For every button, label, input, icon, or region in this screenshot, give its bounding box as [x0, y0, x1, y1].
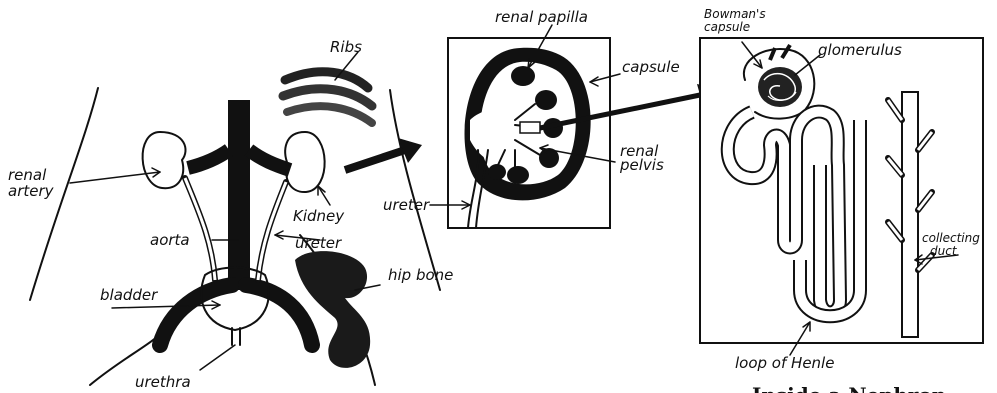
label-capsule: capsule	[622, 58, 680, 76]
label-bowmans-1: Bowman's	[704, 7, 766, 21]
label-hip-bone: hip bone	[388, 266, 453, 284]
torso-right-outline	[390, 90, 440, 290]
nephron-panel: Bowman's capsule glomerulus collecting d…	[700, 7, 983, 372]
nephron-zoom-marker	[520, 122, 540, 133]
right-kidney	[285, 132, 324, 192]
label-glomerulus: glomerulus	[818, 41, 902, 59]
label-renal-artery-2: artery	[8, 182, 55, 200]
label-ureter-kidney: ureter	[383, 196, 430, 214]
label-collecting-1: collecting	[922, 231, 980, 245]
diagram-title: Inside a Nephron	[752, 383, 947, 393]
label-bowmans-2: capsule	[704, 20, 750, 34]
label-renal-pelvis-2: pelvis	[619, 156, 664, 174]
kidney-section-panel: renal papilla capsule renal pelvis urete…	[383, 8, 722, 228]
label-renal-papilla: renal papilla	[495, 8, 588, 26]
left-kidney	[143, 132, 186, 188]
label-urethra: urethra	[135, 373, 191, 391]
label-kidney: Kidney	[293, 207, 345, 225]
label-loop-of-henle: loop of Henle	[735, 354, 834, 372]
label-bladder: bladder	[100, 286, 158, 304]
label-ureter-body: ureter	[295, 234, 342, 252]
label-ribs: Ribs	[330, 38, 362, 56]
ribs	[283, 52, 372, 123]
arrow-to-kidney-detail	[345, 150, 405, 170]
label-collecting-2: duct	[930, 244, 958, 258]
aorta	[160, 100, 312, 345]
torso-panel: Ribs renal artery Kidney aorta ureter hi…	[8, 38, 453, 391]
label-aorta: aorta	[150, 231, 190, 249]
